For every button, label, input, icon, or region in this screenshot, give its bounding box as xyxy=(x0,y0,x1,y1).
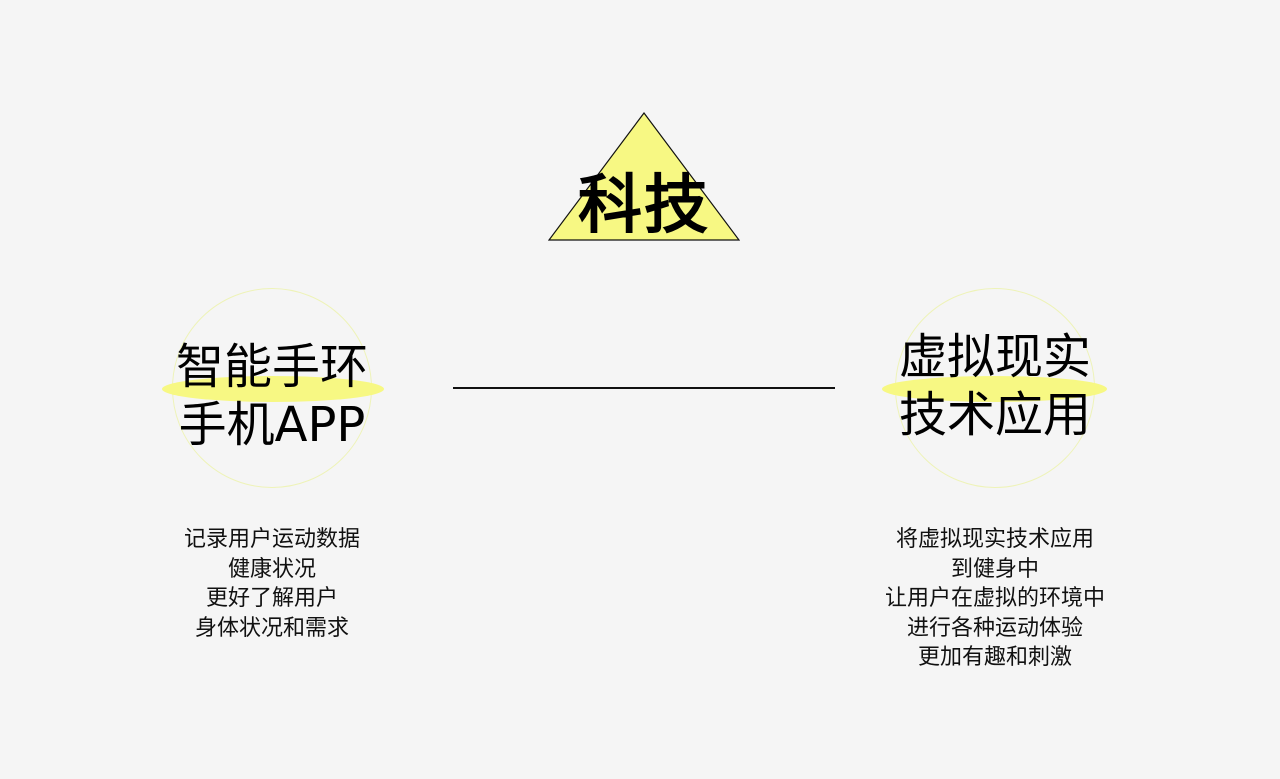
left-desc-line: 记录用户运动数据 xyxy=(183,527,360,552)
right-highlight xyxy=(882,376,1107,402)
right-desc-line: 更加有趣和刺激 xyxy=(917,645,1072,670)
right-desc-line: 到健身中 xyxy=(950,556,1039,582)
left-badge-line-2: 手机APP xyxy=(178,397,366,453)
right-badge-line-1: 虚拟现实 xyxy=(898,329,1091,385)
connector-line xyxy=(453,387,835,389)
left-desc-line: 健康状况 xyxy=(227,556,316,582)
right-desc-line: 将虚拟现实技术应用 xyxy=(895,527,1094,552)
left-badge-line-1: 智能手环 xyxy=(175,339,368,395)
left-highlight xyxy=(162,376,384,402)
right-desc-line: 让用户在虚拟的环境中 xyxy=(884,586,1105,611)
triangle-shape xyxy=(548,112,740,241)
left-badge-text: 智能手环 手机APP xyxy=(172,338,372,454)
right-description: 将虚拟现实技术应用 到健身中 让用户在虚拟的环境中 进行各种运动体验 更加有趣和… xyxy=(845,525,1145,673)
right-badge-text: 虚拟现实 技术应用 xyxy=(895,328,1095,444)
left-desc-line: 更好了解用户 xyxy=(205,586,338,611)
section-title: 科技 xyxy=(578,169,710,243)
left-desc-line: 身体状况和需求 xyxy=(194,615,349,641)
right-desc-line: 进行各种运动体验 xyxy=(906,615,1083,641)
right-badge-line-2: 技术应用 xyxy=(898,387,1091,443)
left-description: 记录用户运动数据 健康状况 更好了解用户 身体状况和需求 xyxy=(122,525,422,643)
